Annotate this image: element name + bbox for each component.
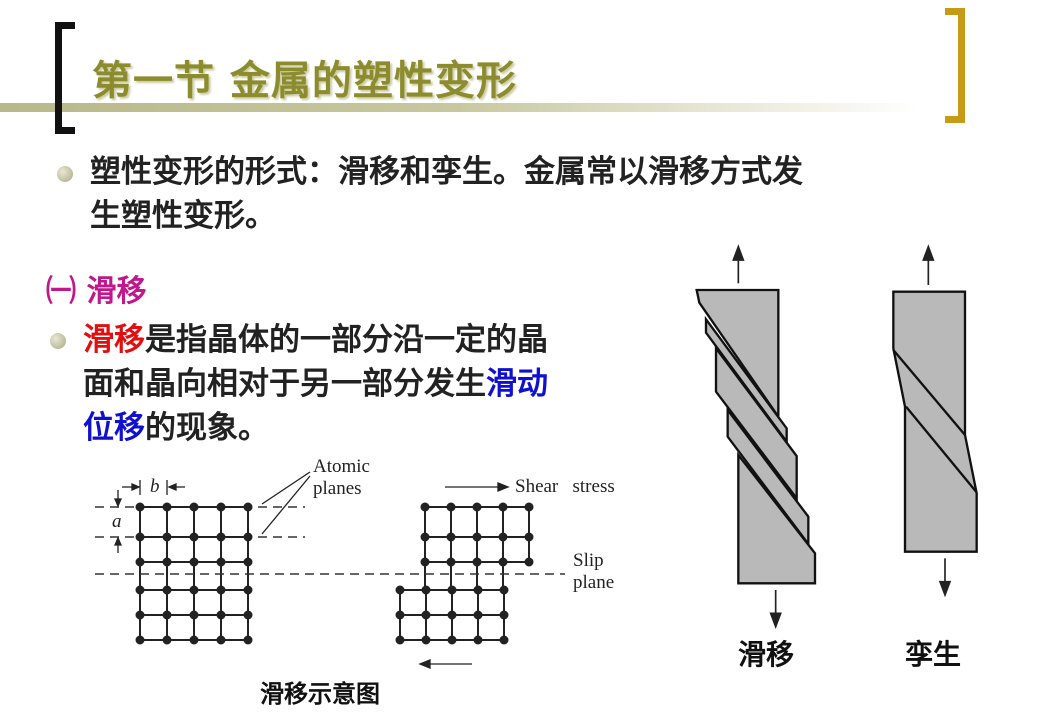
slip-caption: 滑移 xyxy=(738,638,795,671)
atom xyxy=(216,502,226,512)
bullet1-line1: 塑性变形的形式：滑移和孪生。金属常以滑移方式发 xyxy=(90,154,803,190)
atom xyxy=(189,532,199,542)
atom xyxy=(420,532,430,542)
b-label: b xyxy=(150,476,160,497)
atom xyxy=(243,585,253,595)
bullet1-text: 塑性变形的形式：滑移和孪生。金属常以滑移方式发 生塑性变形。 xyxy=(90,150,803,238)
atom xyxy=(216,585,226,595)
shear-stress-label: Shear stress xyxy=(515,476,615,497)
atom xyxy=(446,502,456,512)
term-slip: 滑移 xyxy=(83,322,145,358)
atom xyxy=(447,610,457,620)
atom xyxy=(216,532,226,542)
atom xyxy=(472,502,482,512)
atom xyxy=(447,635,457,645)
bullet-dot-icon xyxy=(57,166,73,182)
atom xyxy=(162,557,172,567)
atom xyxy=(524,502,534,512)
atom xyxy=(162,610,172,620)
atom xyxy=(216,635,226,645)
atom xyxy=(243,532,253,542)
atom xyxy=(499,635,509,645)
atom xyxy=(420,502,430,512)
atom xyxy=(395,585,405,595)
atom xyxy=(499,610,509,620)
term-sliding: 滑动 xyxy=(486,366,548,402)
atom xyxy=(189,635,199,645)
slide-title: 第一节 金属的塑性变形 xyxy=(92,58,517,104)
slip-lattice-diagram xyxy=(95,471,565,669)
bullet2-line2: 面和晶向相对于另一部分发生 xyxy=(83,366,486,402)
atom xyxy=(135,610,145,620)
atom xyxy=(524,557,534,567)
bullet-dot-icon xyxy=(50,333,66,349)
atom xyxy=(162,635,172,645)
atom xyxy=(135,635,145,645)
bullet2-line3: 的现象。 xyxy=(145,410,269,446)
title-underline-bar xyxy=(0,103,920,112)
atom xyxy=(395,610,405,620)
pointer-arrow xyxy=(261,475,311,535)
atom xyxy=(395,635,405,645)
atom xyxy=(162,532,172,542)
atom xyxy=(243,635,253,645)
atom xyxy=(216,610,226,620)
atom xyxy=(135,502,145,512)
section-heading: ㈠ 滑移 xyxy=(46,274,147,309)
atom xyxy=(189,610,199,620)
atom xyxy=(243,610,253,620)
bullet1-line2: 生塑性变形。 xyxy=(90,198,276,234)
slip-block xyxy=(714,344,798,502)
slip-twin-bars-diagram xyxy=(695,244,978,630)
atom xyxy=(162,502,172,512)
atom xyxy=(162,585,172,595)
bullet2-line1: 是指晶体的一部分沿一定的晶 xyxy=(145,322,548,358)
atom xyxy=(135,532,145,542)
left-bracket xyxy=(55,22,75,134)
atom xyxy=(524,532,534,542)
atom xyxy=(135,585,145,595)
twin-bar xyxy=(892,290,978,553)
atom xyxy=(498,532,508,542)
atom xyxy=(189,502,199,512)
a-label: a xyxy=(112,511,122,532)
atom xyxy=(189,585,199,595)
twin-caption: 孪生 xyxy=(905,638,962,671)
atom xyxy=(421,635,431,645)
atom xyxy=(498,502,508,512)
atom xyxy=(473,635,483,645)
atom xyxy=(135,557,145,567)
pointer-arrow xyxy=(261,471,311,505)
atom xyxy=(243,502,253,512)
atom xyxy=(189,557,199,567)
slip-block xyxy=(737,451,817,585)
lattice-caption: 滑移示意图 xyxy=(260,680,380,708)
atom xyxy=(216,557,226,567)
term-displacement: 位移 xyxy=(83,410,145,446)
atom xyxy=(472,532,482,542)
atom xyxy=(421,610,431,620)
atom xyxy=(446,532,456,542)
right-bracket xyxy=(945,8,965,123)
bullet2-text: 滑移是指晶体的一部分沿一定的晶 面和晶向相对于另一部分发生滑动 位移的现象。 xyxy=(83,318,548,450)
atom xyxy=(243,557,253,567)
atom xyxy=(473,610,483,620)
